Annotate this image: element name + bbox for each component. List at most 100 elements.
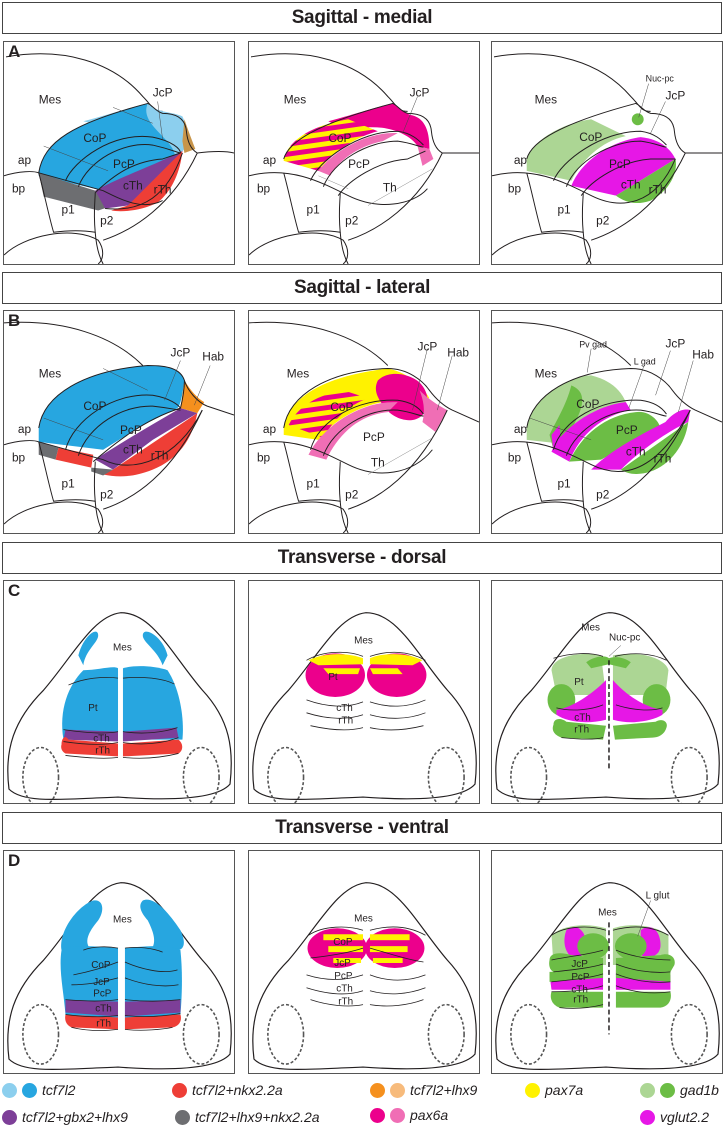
label-rth: rTh — [574, 725, 589, 736]
region-mes-right — [140, 899, 184, 951]
legend-item-tcf7l2: tcf7l2 — [2, 1081, 75, 1099]
label-cop: CoP — [330, 400, 353, 414]
label-rth: rTh — [573, 995, 588, 1006]
transverse-dorsal-pax-diagram: Mes Pt cTh rTh — [252, 612, 477, 803]
label-mes: Mes — [287, 366, 309, 380]
label-rth: rTh — [95, 745, 110, 756]
label-mes: Mes — [284, 92, 306, 106]
label-pv-gad: Pv gad — [579, 340, 607, 350]
section-header-sagittal-medial: Sagittal - medial — [2, 2, 722, 34]
region-gad-left-core — [577, 933, 609, 960]
region-gad-pcp — [569, 411, 661, 462]
label-rth: rTh — [96, 1018, 111, 1029]
transverse-dorsal-tcf7l2-diagram: Mes Pt cTh rTh — [7, 612, 232, 803]
region-purple-cth — [95, 151, 183, 209]
sagittal-lateral-gad-vglut-diagram: Mes Pv gad L gad JcP Hab CoP PcP cTh rTh… — [492, 321, 722, 533]
region-rth-left — [61, 737, 119, 757]
section-title: Transverse - ventral — [275, 817, 449, 838]
label-jcp: JcP — [153, 86, 173, 100]
region-cth-right — [124, 999, 181, 1017]
panel-c-tcf7l2: Mes Pt cTh rTh C — [3, 580, 235, 804]
label-l-gad: L gad — [634, 357, 656, 367]
label-p2: p2 — [345, 213, 358, 227]
label-mes: Mes — [354, 913, 373, 924]
panel-letter: B — [8, 311, 21, 330]
region-gray-p2 — [91, 467, 114, 476]
region-vglut-left — [556, 680, 607, 723]
region-pt-left — [62, 667, 119, 740]
region-gad-rth-left — [550, 991, 604, 1008]
section-title: Transverse - dorsal — [277, 547, 447, 568]
label-ap: ap — [263, 422, 277, 436]
label-mes: Mes — [581, 623, 600, 634]
legend-label: pax6a — [410, 1107, 449, 1123]
region-purple-cth — [95, 408, 198, 470]
label-p1: p1 — [62, 476, 76, 490]
region-rth-right — [122, 739, 183, 757]
label-p1: p1 — [307, 476, 321, 490]
region-pax7a-stripe — [369, 934, 410, 941]
label-p2: p2 — [100, 487, 113, 501]
swatch-pax7a — [525, 1082, 540, 1098]
panel-d-tcf7l2: Mes CoP JcP PcP cTh rTh D — [3, 850, 235, 1074]
label-mes: Mes — [39, 92, 61, 106]
legend-label: pax7a — [545, 1082, 584, 1098]
legend-label: tcf7l2+gbx2+lhx9 — [22, 1109, 128, 1125]
label-pcp: PcP — [93, 989, 112, 1000]
legend-item-tcf7l2-lhx9: tcf7l2+lhx9 — [370, 1081, 477, 1099]
swatch-tcf7l2-light — [2, 1082, 17, 1098]
section-header-sagittal-lateral: Sagittal - lateral — [2, 272, 722, 304]
region-gad-rth-right — [612, 720, 667, 740]
swatch-tcf7l2-lhx9-nkx2-2a — [175, 1109, 190, 1125]
label-bp: bp — [508, 182, 522, 196]
label-pt: Pt — [574, 677, 584, 688]
label-cth: cTh — [626, 445, 646, 459]
legend-item-pax6a: pax6a — [370, 1106, 448, 1124]
transverse-ventral-gad-vglut-diagram: Mes L glut JcP PcP cTh rTh — [495, 882, 720, 1071]
label-cth: cTh — [574, 713, 591, 724]
panel-letter: C — [8, 581, 21, 600]
legend-item-pax7a: pax7a — [525, 1081, 583, 1099]
region-gad-jcp-right — [615, 954, 675, 972]
label-jcp: JcP — [171, 346, 191, 360]
label-rth: rTh — [654, 452, 672, 466]
region-gad-rth-left — [552, 719, 607, 740]
region-red-p1 — [55, 447, 94, 468]
swatch-tcf7l2-nkx2-2a — [172, 1082, 187, 1098]
head-outline — [7, 612, 232, 801]
swatch-tcf7l2-gbx2-lhx9 — [2, 1109, 17, 1125]
label-pcp: PcP — [609, 157, 631, 171]
label-jcp: JcP — [418, 340, 438, 354]
label-hab: Hab — [202, 350, 224, 364]
label-cth: cTh — [571, 985, 588, 996]
panel-a-pax: Mes JcP CoP PcP Th ap bp p1 p2 — [248, 41, 480, 265]
panel-b-tcf7l2: Mes JcP Hab CoP PcP cTh rTh ap bp p1 p2 … — [3, 310, 235, 534]
label-mes: Mes — [39, 366, 61, 380]
label-ap: ap — [514, 153, 528, 167]
label-pcp: PcP — [571, 972, 590, 983]
legend-label: tcf7l2 — [42, 1082, 76, 1098]
label-mes: Mes — [598, 907, 617, 918]
label-nuc-pc: Nuc-pc — [646, 74, 675, 84]
region-striped-cop — [283, 119, 378, 171]
label-rth: rTh — [338, 716, 353, 727]
label-hab: Hab — [447, 346, 469, 360]
label-rth: rTh — [151, 449, 169, 463]
label-jcp: JcP — [571, 959, 588, 970]
region-vglut-pcp — [571, 137, 676, 196]
swatch-gad1b-light — [640, 1082, 655, 1098]
label-cth: cTh — [336, 703, 353, 714]
label-p1: p1 — [307, 202, 321, 216]
region-pax6a-light-hab — [417, 146, 434, 166]
section-header-transverse-dorsal: Transverse - dorsal — [2, 542, 722, 574]
region-vglut-pv — [551, 424, 562, 452]
region-pax7a-right — [369, 654, 423, 666]
region-gray — [38, 441, 59, 460]
region-pax7a-stripe — [372, 958, 403, 963]
region-mes-right — [142, 631, 168, 666]
legend-item-vglut2-2: vglut2.2 — [640, 1108, 709, 1126]
label-cop: CoP — [91, 960, 111, 971]
legend-label: gad1b — [680, 1082, 719, 1098]
label-p2: p2 — [596, 213, 609, 227]
label-pt: Pt — [328, 672, 338, 683]
